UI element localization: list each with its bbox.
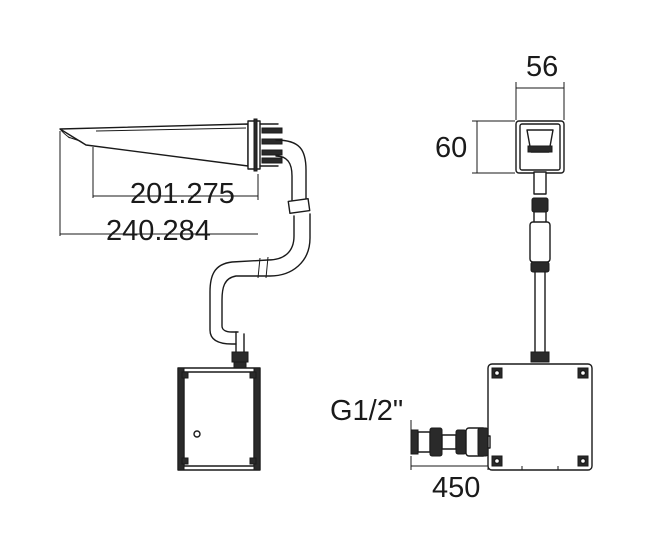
hose-loop: [209, 213, 311, 345]
dimension-hose-length: 450: [432, 472, 480, 504]
dimension-width: 56: [526, 51, 558, 83]
inlet-dimension-lines: [410, 420, 489, 470]
front-view: 56 60: [330, 51, 593, 504]
dimension-spout-short: 201.275: [130, 178, 235, 210]
dimension-spout-long: 240.284: [106, 215, 211, 247]
side-view: 201.275 240.284: [59, 118, 311, 471]
spout: [59, 123, 249, 167]
control-box-front: [487, 363, 593, 471]
mounting-studs: [261, 127, 283, 164]
dimension-thread: G1/2": [330, 395, 403, 427]
control-box-side: [177, 367, 261, 471]
dimension-height: 60: [435, 132, 467, 164]
spout-hose: [275, 139, 311, 215]
spout-front: [515, 120, 565, 195]
front-hose: [529, 197, 551, 363]
inlet-valve: [410, 427, 491, 457]
spout-dimension-lines: [59, 131, 259, 236]
box-connector: [231, 331, 249, 369]
wall-flange: [247, 118, 279, 172]
front-dimension-lines: [472, 82, 565, 174]
